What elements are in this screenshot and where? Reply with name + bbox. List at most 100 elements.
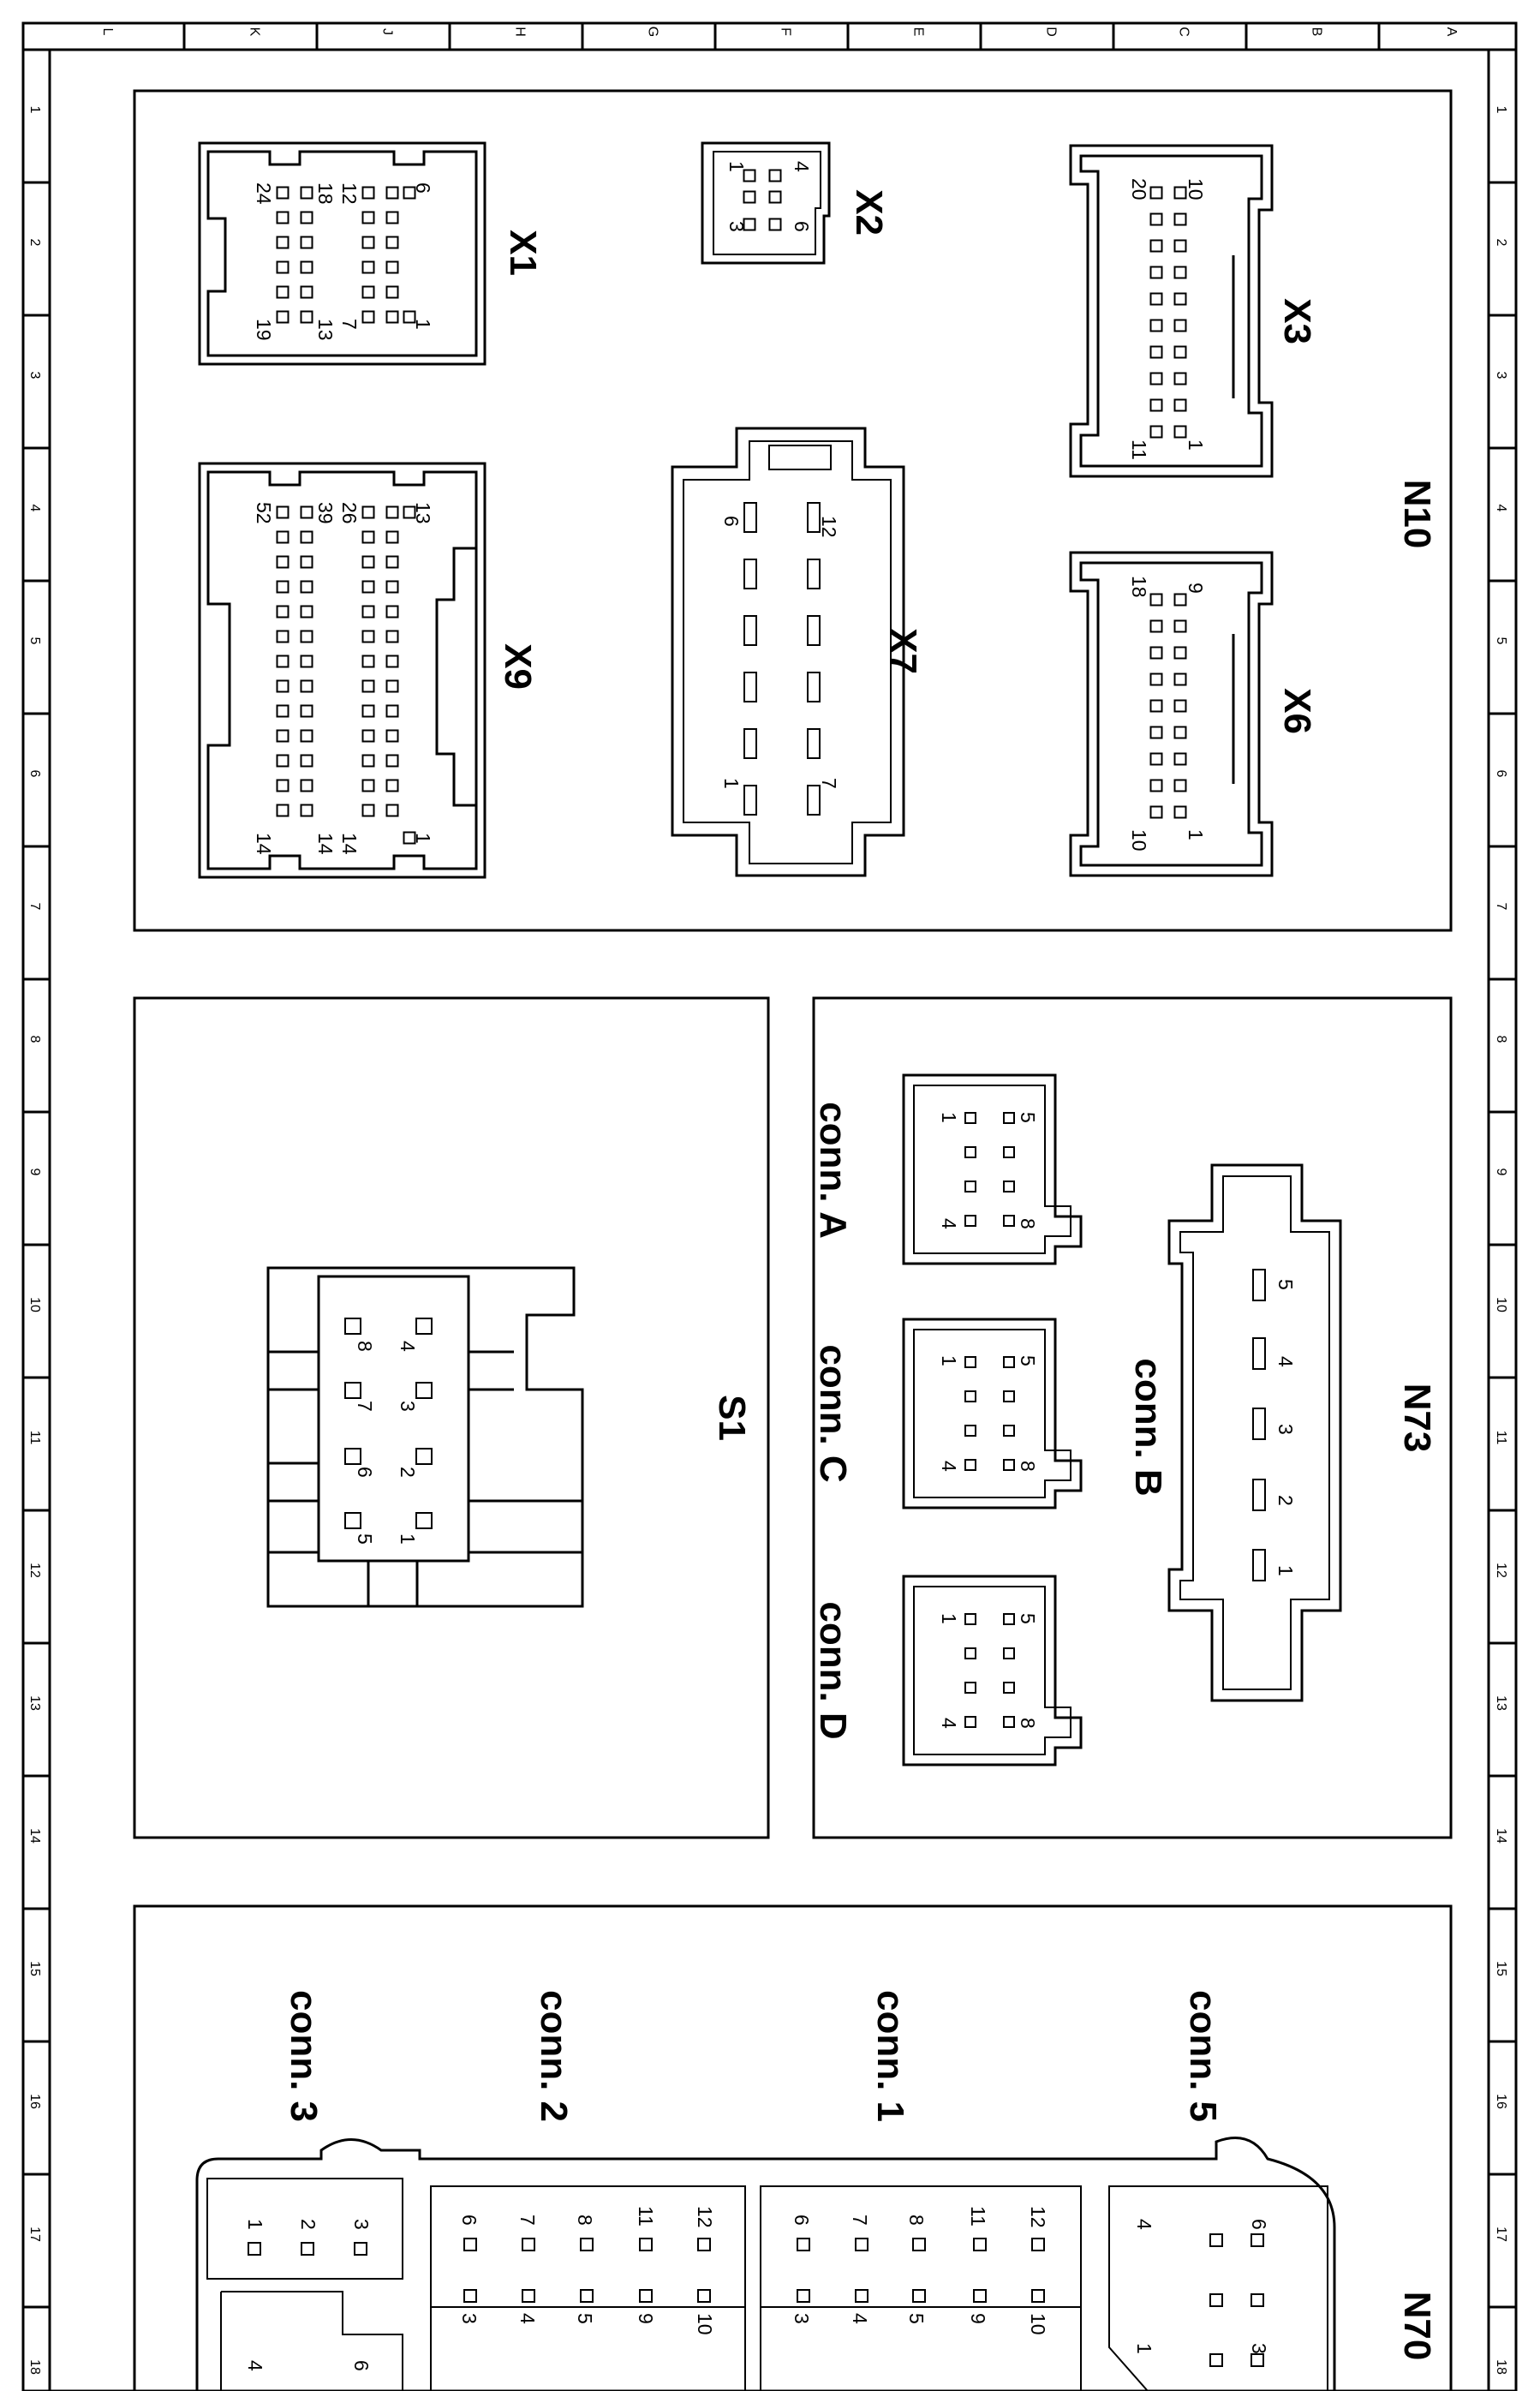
- row-number-left: 10: [27, 1297, 42, 1312]
- x6-pin: [1149, 805, 1163, 819]
- row-number-left: 1: [27, 106, 42, 114]
- x9-pin: [300, 804, 313, 817]
- conn-b-pin-slot: [1252, 1269, 1266, 1301]
- n73-pin: [964, 1356, 976, 1368]
- x2-pin: [743, 218, 756, 231]
- n70-conn2-pin-7: 7: [516, 2215, 539, 2226]
- n70-conn5-pin: [1209, 2233, 1223, 2247]
- n73-small-housing-inner: [913, 1329, 1071, 1498]
- switch-s1-body: [266, 1266, 584, 1608]
- n73-pin: [964, 1215, 976, 1227]
- x6-pin: [1173, 646, 1187, 660]
- x9-pin: [385, 729, 399, 743]
- row-number-right: 3: [1494, 372, 1508, 380]
- n70-conn1-pin-10: 10: [1027, 2313, 1049, 2335]
- conn-a-pin-4: 4: [938, 1218, 960, 1229]
- x1-pin: [276, 186, 289, 200]
- n73-pin: [1003, 1356, 1015, 1368]
- x9-pin: [361, 804, 375, 817]
- x9-pin: [361, 779, 375, 792]
- x3-pin-20: 20: [1128, 178, 1150, 200]
- n70-conn1-pin-9: 9: [967, 2313, 989, 2324]
- x1-pin: [403, 186, 416, 200]
- conn-b-pin-2: 2: [1274, 1495, 1297, 1506]
- x3-pin: [1173, 372, 1187, 386]
- n73-pin: [1003, 1459, 1015, 1471]
- row-number-right: 12: [1494, 1563, 1508, 1578]
- s1-pin-8: 8: [354, 1341, 376, 1352]
- x9-pin: [276, 630, 289, 643]
- n73-pin: [1003, 1682, 1015, 1694]
- x1-pin: [361, 310, 375, 324]
- x7-pin-slot: [807, 559, 821, 589]
- x7-pin-slot: [743, 672, 757, 702]
- x6-pin: [1149, 726, 1163, 739]
- row-number-right: 16: [1494, 2094, 1508, 2109]
- conn1-label: conn. 1: [869, 1990, 911, 2122]
- x9-pin: [300, 555, 313, 569]
- conn-c-pin-4: 4: [938, 1461, 960, 1472]
- s1-pin: [344, 1318, 361, 1335]
- s1-pin: [344, 1382, 361, 1399]
- x9-pin-1: 1: [412, 833, 434, 844]
- x9-pin: [300, 505, 313, 519]
- row-number-right: 11: [1494, 1431, 1508, 1445]
- x6-pin: [1149, 779, 1163, 792]
- row-number-right: 18: [1494, 2359, 1508, 2375]
- x9-pin: [385, 679, 399, 693]
- n70-pin: [697, 2238, 711, 2251]
- n70-pin: [912, 2289, 926, 2303]
- x3-pin: [1173, 292, 1187, 306]
- x9-pin: [276, 580, 289, 594]
- n70-conn1-pin-7: 7: [849, 2215, 871, 2226]
- x9-pin: [276, 555, 289, 569]
- x9-pin-14-c: 14: [253, 833, 275, 855]
- n70-conn1-pin-5: 5: [905, 2313, 928, 2324]
- x9-pin: [361, 729, 375, 743]
- x3-pin-10: 10: [1185, 178, 1207, 200]
- x1-pin: [385, 211, 399, 224]
- x9-pin: [385, 779, 399, 792]
- n70-conn5-pin: [1251, 2293, 1264, 2307]
- n70-pin: [973, 2238, 987, 2251]
- n70-conn2-pin-4: 4: [516, 2313, 539, 2324]
- x7-pin-12: 12: [818, 516, 840, 538]
- n70-conn2-pin-9: 9: [635, 2313, 657, 2324]
- row-number-left: 5: [27, 637, 42, 645]
- n70-conn3-pin: [301, 2242, 314, 2256]
- x9-pin-14-a: 14: [338, 833, 361, 855]
- s1-pin: [344, 1448, 361, 1465]
- x6-pin: [1149, 699, 1163, 713]
- conn-d-pin-5: 5: [1017, 1613, 1039, 1624]
- connector-x1: 6 12 18 24 1 7 13 19 X1: [198, 141, 544, 366]
- x6-pin: [1149, 619, 1163, 633]
- s1-pin-4: 4: [397, 1341, 419, 1352]
- x2-pin: [768, 218, 782, 231]
- x6-pin: [1149, 593, 1163, 607]
- n70-conn1-pin-11: 11: [967, 2206, 989, 2227]
- row-number-right: 14: [1494, 1828, 1508, 1844]
- x3-pin: [1173, 239, 1187, 253]
- x1-pin: [361, 186, 375, 200]
- x7-pin-1: 1: [720, 778, 743, 789]
- n70-conn1-pin-6: 6: [791, 2215, 813, 2226]
- x3-pin-1: 1: [1185, 439, 1207, 451]
- x2-pin-6: 6: [791, 221, 813, 232]
- x3-pin-11: 11: [1128, 439, 1150, 460]
- column-letter: L: [100, 28, 115, 36]
- row-number-left: 11: [27, 1431, 42, 1445]
- x9-pin: [276, 505, 289, 519]
- x9-pin: [385, 704, 399, 718]
- row-number-left: 14: [27, 1828, 42, 1844]
- connector-x2: 4 1 6 3 X2: [701, 141, 890, 265]
- x1-pin: [361, 285, 375, 299]
- x9-pin: [385, 555, 399, 569]
- x2-pin-3: 3: [725, 221, 748, 232]
- n73-pin: [964, 1112, 976, 1124]
- s1-pin: [344, 1512, 361, 1529]
- x9-pin: [385, 505, 399, 519]
- n70-conn3-pin: [354, 2242, 367, 2256]
- conn-a-label: conn. A: [812, 1102, 854, 1239]
